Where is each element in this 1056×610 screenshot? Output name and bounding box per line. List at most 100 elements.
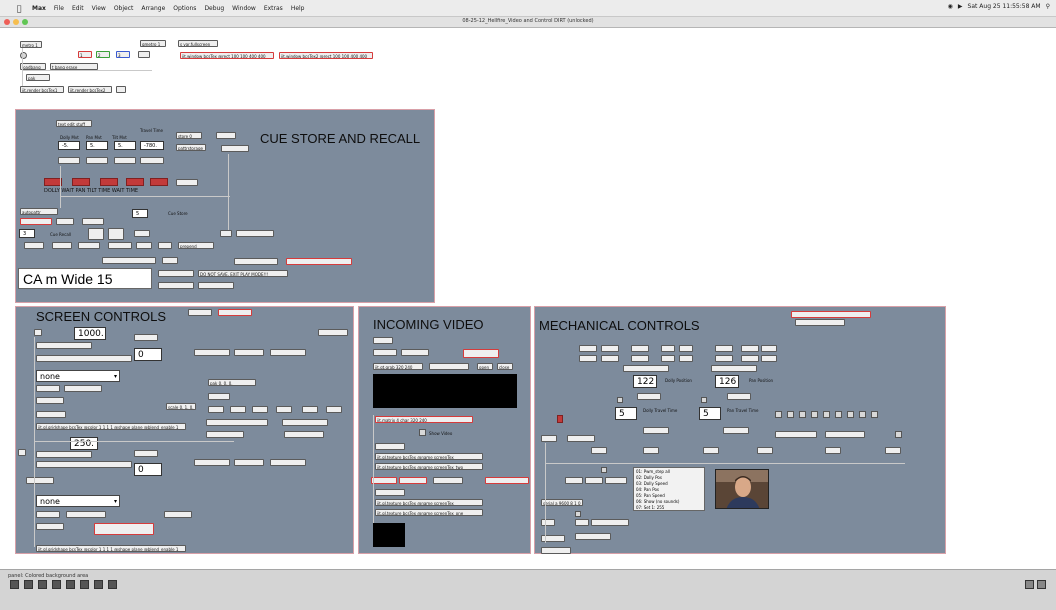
menu-arrange[interactable]: Arrange xyxy=(141,4,166,12)
message-3[interactable]: 3 xyxy=(116,51,130,58)
pan-travel-time[interactable]: 5 xyxy=(699,407,721,420)
object-10[interactable] xyxy=(302,406,318,413)
command-list-item[interactable]: 05: Pan Speed xyxy=(636,493,665,498)
gridshape-2[interactable]: jit.gl.gridshape bcsTex @color 1 1 1 1 @… xyxy=(36,545,186,552)
texture-object-1[interactable]: jit.gl.texture bcsTex @name screenTex xyxy=(375,453,483,460)
object-63[interactable] xyxy=(585,477,603,484)
scale-object[interactable] xyxy=(36,342,92,349)
scale-label[interactable]: scale 0. 1. 0. 1. xyxy=(166,403,196,410)
metro-object[interactable]: metro 1 xyxy=(20,41,42,48)
x-button-8[interactable] xyxy=(859,411,866,418)
object-24[interactable] xyxy=(373,337,393,344)
x-button-2[interactable] xyxy=(787,411,794,418)
jit-window-2[interactable]: jit.window bcsTex2 @rect 100 100 400 400 xyxy=(279,52,373,59)
small-object-2[interactable] xyxy=(162,257,178,264)
dolly-position-number[interactable]: 122 xyxy=(633,375,657,388)
object-53[interactable] xyxy=(825,431,865,438)
object-46[interactable] xyxy=(741,355,759,362)
command-list-item[interactable]: 01: Pwm_step all xyxy=(636,469,670,474)
cueblock-object-2[interactable] xyxy=(198,282,234,289)
object-15[interactable] xyxy=(284,431,324,438)
cue-store-number[interactable]: 5 xyxy=(132,209,148,218)
slider-time[interactable] xyxy=(140,157,164,164)
show-video-toggle[interactable] xyxy=(419,429,426,436)
new-comment-icon[interactable] xyxy=(80,580,89,589)
object-23[interactable] xyxy=(36,523,64,530)
menu-object[interactable]: Object xyxy=(113,4,134,12)
tilt-value[interactable]: 5. xyxy=(114,141,136,150)
x-button-5[interactable] xyxy=(823,411,830,418)
slider-object-2[interactable] xyxy=(36,461,132,468)
object-41[interactable] xyxy=(601,355,619,362)
object-51[interactable] xyxy=(723,427,749,434)
message-1[interactable]: 1 xyxy=(78,51,92,58)
zoom-window-button[interactable] xyxy=(22,19,28,25)
small-object[interactable] xyxy=(116,86,126,93)
menu-help[interactable]: Help xyxy=(290,4,305,12)
dolly-travel-time[interactable]: 5 xyxy=(615,407,637,420)
object-64[interactable] xyxy=(605,477,627,484)
x-button-7[interactable] xyxy=(847,411,854,418)
slider-dolly[interactable] xyxy=(58,157,80,164)
erase-trigger-object[interactable]: t bang erase xyxy=(50,63,98,70)
render-object-1[interactable]: jit.render bcsTex1 xyxy=(20,86,64,93)
object-33[interactable] xyxy=(601,345,619,352)
x-button-4[interactable] xyxy=(811,411,818,418)
button-obj-d[interactable] xyxy=(108,242,132,249)
zoom-out-icon[interactable] xyxy=(1025,580,1034,589)
object-7[interactable] xyxy=(230,406,246,413)
object-39[interactable] xyxy=(761,345,777,352)
lock-icon[interactable] xyxy=(10,580,19,589)
zoom-in-icon[interactable] xyxy=(1037,580,1046,589)
command-list-item[interactable]: 07: Set 1: 255 xyxy=(636,505,665,510)
open-button[interactable]: open xyxy=(477,363,493,370)
red-message-object[interactable] xyxy=(286,258,352,265)
command-list-item[interactable]: 02: Dolly Pos xyxy=(636,475,662,480)
bang-object-2[interactable] xyxy=(617,397,623,403)
object-27[interactable] xyxy=(429,363,469,370)
prepend-object-2[interactable]: prepend xyxy=(178,242,214,249)
dolly-value[interactable]: -5. xyxy=(58,141,80,150)
grid-icon[interactable] xyxy=(38,580,47,589)
screen-menu-1[interactable]: none▾ xyxy=(36,370,120,382)
button-obj-c[interactable] xyxy=(78,242,100,249)
object-3[interactable] xyxy=(64,385,102,392)
clock[interactable]: Sat Aug 25 11:55:58 AM xyxy=(967,3,1041,10)
red-object-6[interactable] xyxy=(791,311,871,318)
object-29[interactable] xyxy=(433,477,463,484)
object-21[interactable] xyxy=(66,511,106,518)
object-68[interactable] xyxy=(541,535,565,542)
object-26[interactable] xyxy=(401,349,429,356)
object-69[interactable] xyxy=(575,533,611,540)
apple-icon[interactable]:  xyxy=(14,4,24,13)
object-25[interactable] xyxy=(373,349,397,356)
bang-object-5[interactable] xyxy=(575,511,581,517)
red-overlay-object-2[interactable] xyxy=(463,349,499,358)
command-list-item[interactable]: 03: Dolly Speed xyxy=(636,481,668,486)
slider-tilt[interactable] xyxy=(114,157,136,164)
object-37[interactable] xyxy=(715,345,733,352)
tilt-cue-button[interactable] xyxy=(100,178,118,186)
screen-menu-2[interactable]: none▾ xyxy=(36,495,120,507)
jit-gl-object-2[interactable] xyxy=(234,349,264,356)
jit-gl-object-3[interactable] xyxy=(270,349,306,356)
command-list-item[interactable]: 06: Show (no sounds) xyxy=(636,499,680,504)
cue-recall-number[interactable]: 3 xyxy=(19,229,35,238)
red-object-4[interactable] xyxy=(399,477,427,484)
qt-grab-object[interactable]: jit.qt.grab 320 240 xyxy=(373,363,423,370)
pan-value[interactable]: 5. xyxy=(86,141,108,150)
object-42[interactable] xyxy=(631,355,649,362)
gate-object-2[interactable] xyxy=(82,218,104,225)
object-52[interactable] xyxy=(775,431,817,438)
scale-object-2[interactable] xyxy=(36,451,92,458)
prepend-object[interactable] xyxy=(108,228,124,240)
pak-label[interactable]: pak 0. 0. 0. xyxy=(208,379,256,386)
menu-view[interactable]: View xyxy=(91,4,106,12)
object-36[interactable] xyxy=(679,345,693,352)
x-button-10[interactable] xyxy=(895,431,902,438)
x-button-9[interactable] xyxy=(871,411,878,418)
presentation-icon[interactable] xyxy=(24,580,33,589)
object-40[interactable] xyxy=(579,355,597,362)
jit-gl-object[interactable] xyxy=(194,349,230,356)
object-16[interactable] xyxy=(36,411,66,418)
